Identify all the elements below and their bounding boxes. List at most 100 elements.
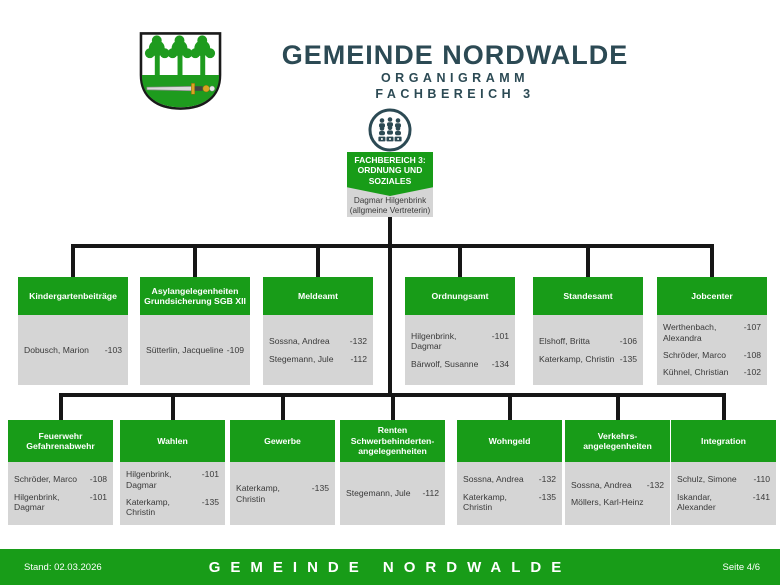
staff-extension: -101 (201, 469, 219, 480)
connector-drop-row2-4 (507, 393, 512, 422)
root-department-leader: Dagmar Hilgenbrink (allgmeine Vertreteri… (349, 196, 431, 216)
connector-drop-row2-3 (390, 393, 395, 422)
department-title: Renten Schwerbehinderten-angelegenheiten (340, 420, 445, 462)
staff-row: Sossna, Andrea -132 (571, 480, 664, 490)
staff-name: Sossna, Andrea (463, 474, 524, 485)
staff-name: Hilgenbrink, Dagmar (411, 330, 457, 352)
staff-extension: -112 (422, 488, 439, 499)
staff-name: Schröder, Marco (14, 474, 78, 485)
staff-row: Stegemann, Jule-112 (269, 354, 367, 364)
staff-name: Katerkamp, Christin (463, 491, 507, 513)
staff-row: Stegemann, Jule -112 (346, 488, 439, 498)
staff-extension: -135 (538, 491, 556, 502)
staff-extension: -134 (491, 358, 509, 369)
department-title: Wahlen (120, 420, 225, 462)
page-title: GEMEINDE NORDWALDE (281, 40, 629, 70)
department-title: Standesamt (533, 277, 643, 315)
staff-name: Sossna, Andrea (269, 336, 330, 347)
staff-extension: -132 (646, 479, 664, 490)
staff-row: Katerkamp, Christin-135 (236, 483, 329, 504)
connector-drop-row2-1 (170, 393, 175, 422)
connector-trunk (388, 217, 392, 397)
staff-row: Iskandar, Alexander-141 (677, 492, 770, 513)
staff-row: Hilgenbrink, Dagmar-101 (14, 492, 107, 513)
staff-name: Iskandar, Alexander (677, 491, 716, 513)
staff-name: Katerkamp, Christin (539, 353, 615, 364)
staff-list: Dobusch, Marion -103 (18, 315, 128, 385)
staff-row: Hilgenbrink, Dagmar -101 (126, 469, 219, 490)
org-box-row1-1: Asylangelegenheiten Grundsicherung SGB X… (140, 277, 250, 385)
staff-extension: -106 (619, 336, 637, 347)
connector-drop-row2-6 (721, 393, 726, 422)
page-subtitle-fachbereich: FACHBEREICH 3 (375, 87, 535, 101)
staff-name: Schröder, Marco (663, 350, 727, 360)
staff-row: Hilgenbrink, Dagmar -101 (411, 331, 509, 352)
staff-extension: -101 (89, 491, 107, 502)
staff-extension: -103 (104, 344, 122, 355)
staff-name: Dobusch, Marion (24, 344, 89, 355)
connector-drop-row2-0 (58, 393, 63, 422)
staff-extension: -135 (619, 353, 637, 364)
staff-name: Hilgenbrink, Dagmar (126, 469, 172, 490)
connector-drop-row1-2 (316, 244, 320, 279)
staff-name: Bärwolf, Susanne (411, 358, 479, 369)
staff-row: Schröder, Marco-108 (663, 350, 761, 360)
nordwalde-coat-of-arms-icon (139, 31, 222, 111)
staff-row: Bärwolf, Susanne -134 (411, 359, 509, 369)
staff-extension: -110 (753, 474, 770, 485)
staff-extension: -101 (491, 330, 509, 341)
department-title: Integration (671, 420, 776, 462)
staff-row: Schröder, Marco -108 (14, 474, 107, 484)
org-box-row2-3: Renten Schwerbehinderten-angelegenheiten… (340, 420, 445, 525)
staff-extension: -108 (89, 474, 107, 485)
staff-extension: -109 (226, 344, 244, 355)
connector-drop-row1-1 (193, 244, 197, 279)
staff-name: Schulz, Simone (677, 474, 737, 485)
department-title: Wohngeld (457, 420, 562, 462)
staff-name: Kühnel, Christian (663, 367, 729, 378)
staff-name: Elshoff, Britta (539, 336, 590, 347)
staff-row: Elshoff, Britta -106 (539, 336, 637, 346)
footer-page-number: Seite 4/6 (722, 561, 761, 573)
staff-name: Sossna, Andrea (571, 479, 632, 490)
footer-date-stamp: Stand: 02.03.2026 (24, 561, 102, 573)
staff-list: Katerkamp, Christin-135 (230, 462, 335, 525)
department-title: Asylangelegenheiten Grundsicherung SGB X… (140, 277, 250, 315)
department-title: Kindergartenbeiträge (18, 277, 128, 315)
connector-drop-row1-4 (586, 244, 590, 279)
root-department-title: FACHBEREICH 3: ORDNUNG UND SOZIALES (354, 155, 426, 186)
connector-drop-row2-2 (280, 393, 285, 422)
staff-extension: -112 (350, 353, 367, 364)
staff-row: Katerkamp, Christin -135 (463, 492, 556, 513)
footer-municipality-name: GEMEINDE NORDWALDE (208, 558, 572, 576)
connector-drop-row1-3 (458, 244, 462, 279)
title-block: GEMEINDE NORDWALDE ORGANIGRAMM FACHBEREI… (0, 41, 780, 102)
page-subtitle-organigramm: ORGANIGRAMM (380, 71, 530, 85)
footer-bar: Stand: 02.03.2026 GEMEINDE NORDWALDE Sei… (0, 549, 780, 585)
connector-rail-row1 (71, 244, 714, 248)
staff-extension: -132 (349, 336, 367, 347)
department-title: Jobcenter (657, 277, 767, 315)
staff-row: Sossna, Andrea -132 (269, 336, 367, 346)
staff-row: Dobusch, Marion -103 (24, 345, 122, 355)
staff-name: Möllers, Karl-Heinz (571, 497, 644, 507)
staff-name: Stegemann, Jule (346, 488, 411, 499)
connector-drop-row2-5 (615, 393, 620, 422)
staff-list: Stegemann, Jule -112 (340, 462, 445, 525)
